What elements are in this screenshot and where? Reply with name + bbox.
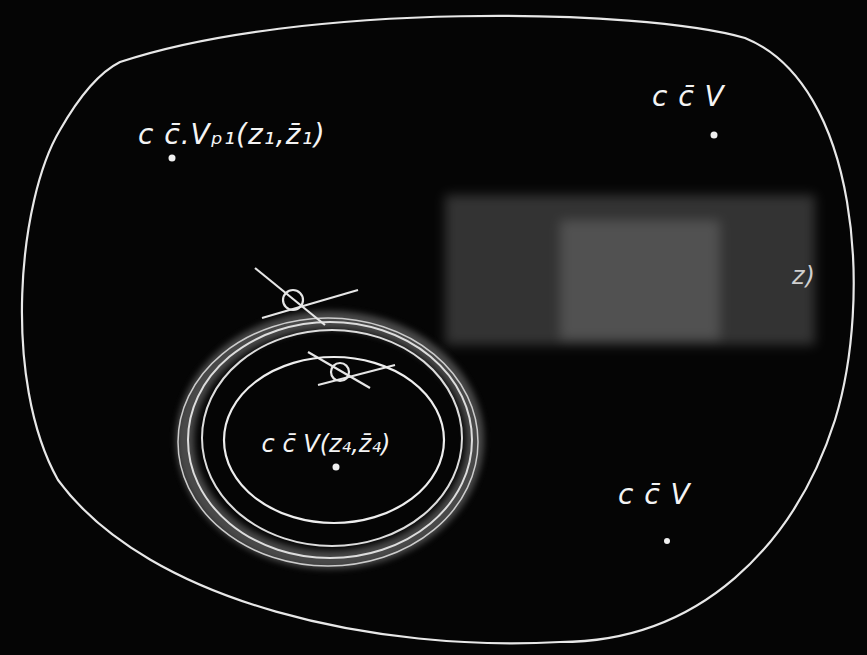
ring [178, 318, 478, 566]
point-dot [169, 132, 718, 545]
erased-remnant: z) [792, 262, 816, 290]
vertex-operator: c c̄.Vₚ₁(z₁,z̄₁) [138, 118, 326, 151]
region-outline [22, 16, 854, 643]
smudge-ring [185, 320, 475, 560]
operator-circle: c c̄ V(z₄,z̄₄) [222, 355, 446, 525]
vertex-operator: c c̄ V(z₄,z̄₄) [262, 430, 391, 458]
erased-smudge [560, 220, 720, 340]
erased-smudge [445, 195, 815, 345]
ring [188, 322, 472, 558]
vertex-operator: c c̄ V [618, 478, 691, 511]
vertex-operator: c c̄ V [652, 80, 725, 113]
ring [202, 330, 462, 546]
